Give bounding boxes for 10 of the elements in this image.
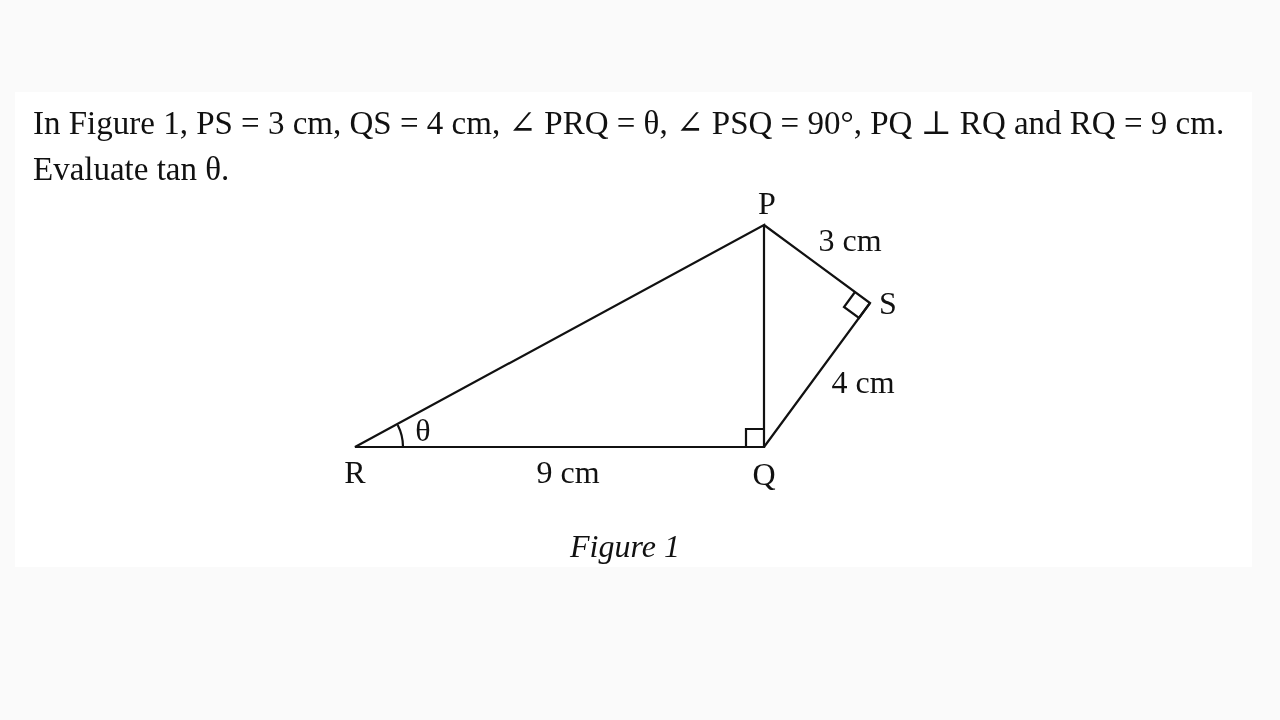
question-text: In Figure 1, PS = 3 cm, QS = 4 cm, ∠ PRQ = θ, ∠ PSQ = 90°, PQ ⊥ RQ and RQ = 9 cm. Evaluate tan θ. xyxy=(33,104,1226,189)
point-label: R xyxy=(344,456,366,488)
figure-caption: Figure 1 xyxy=(570,530,680,562)
angle-label: θ xyxy=(415,414,431,446)
point-label: Q xyxy=(752,458,776,490)
length-label: 3 cm xyxy=(818,224,882,256)
point-label: S xyxy=(879,287,897,319)
length-label: 9 cm xyxy=(536,456,600,488)
length-label: 4 cm xyxy=(831,366,895,398)
point-label: P xyxy=(758,187,776,219)
